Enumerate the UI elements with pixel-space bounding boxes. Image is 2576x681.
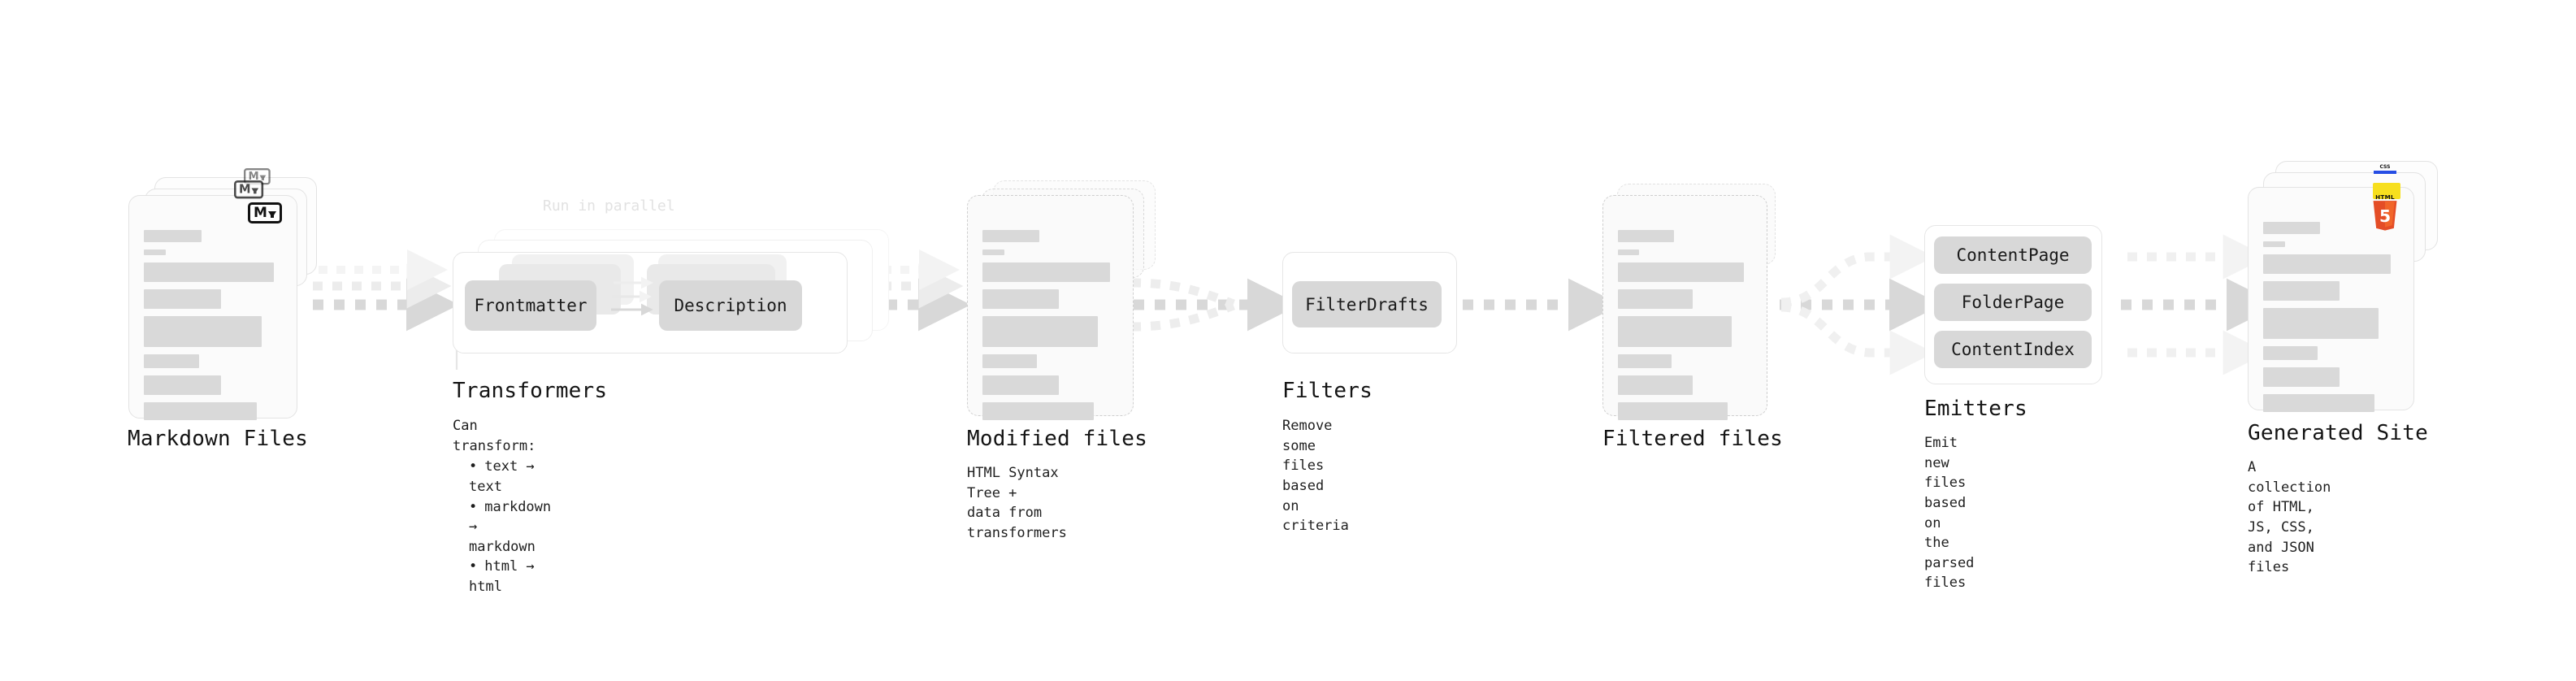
markdown-icon: M xyxy=(248,202,282,223)
html5-icon: HTML 5 xyxy=(2369,193,2401,232)
markdown-icon-letter: M xyxy=(254,204,267,221)
document-skeleton xyxy=(2263,222,2399,412)
stage-subtitle-emitters: Emit new files based on the parsed files xyxy=(1924,435,1975,592)
arrow-emitters-to-site xyxy=(2121,234,2279,375)
stage-title-filtered-files: Filtered files xyxy=(1602,427,1783,451)
emitter-pill-folderpage[interactable]: FolderPage xyxy=(1934,284,2092,321)
markdown-icon-arrow xyxy=(251,188,259,194)
markdown-icon-arrow xyxy=(259,175,267,180)
document-skeleton xyxy=(982,230,1118,420)
transformer-pill-frontmatter[interactable]: Frontmatter xyxy=(465,280,596,331)
css-icon-bar xyxy=(2374,171,2396,174)
stage-subtitle-filters: Remove some files based on criteria xyxy=(1282,418,1349,535)
modified-file-card-front xyxy=(967,195,1134,420)
run-in-parallel-label: Run in parallel xyxy=(543,197,675,215)
filter-pill-label: FilterDrafts xyxy=(1305,294,1429,314)
emitter-pill-contentpage[interactable]: ContentPage xyxy=(1934,236,2092,274)
transformer-pill-label: Description xyxy=(674,296,787,315)
stage-title-emitters: Emitters xyxy=(1924,397,2027,421)
stage-subtitle-generated-site: A collection of HTML, JS, CSS, and JSON … xyxy=(2248,459,2331,576)
transformers-list-item: markdown → markdown xyxy=(469,497,551,557)
markdown-icon-letter: M xyxy=(239,182,251,197)
stage-title-modified-files: Modified files xyxy=(967,427,1147,451)
stage-title-filters: Filters xyxy=(1282,379,1373,403)
arrow-modified-to-filters xyxy=(1130,278,1300,332)
stage-title-generated-site: Generated Site xyxy=(2248,421,2428,445)
emitter-pill-label: FolderPage xyxy=(1961,293,2065,312)
emitter-pill-label: ContentPage xyxy=(1956,245,2070,265)
markdown-icon-letter: M xyxy=(248,169,259,183)
transformer-pill-label: Frontmatter xyxy=(474,296,588,315)
filter-pill-filterdrafts[interactable]: FilterDrafts xyxy=(1292,281,1442,327)
arrow-markdown-to-transformers xyxy=(313,249,459,332)
html5-icon-svg: HTML 5 xyxy=(2373,193,2397,231)
emitter-pill-contentindex[interactable]: ContentIndex xyxy=(1934,331,2092,368)
markdown-icon-arrow xyxy=(267,211,276,218)
html5-icon-number: 5 xyxy=(2379,206,2391,226)
markdown-icon-mid: M xyxy=(234,180,264,199)
document-skeleton xyxy=(1618,230,1752,420)
transformers-list-item: text → text xyxy=(469,457,551,497)
js-icon xyxy=(2373,183,2400,199)
transformers-list-item: html → html xyxy=(469,557,551,596)
transformers-list: text → text markdown → markdown html → h… xyxy=(453,457,551,596)
stage-subtitle-modified-files: HTML Syntax Tree + data from transformer… xyxy=(967,465,1067,541)
stage-title-markdown-files: Markdown Files xyxy=(128,427,308,451)
transformers-list-lead: Can transform: xyxy=(453,418,536,454)
markdown-file-card-front xyxy=(128,195,297,420)
css-icon: CSS xyxy=(2373,165,2397,176)
filtered-file-card-front xyxy=(1602,195,1767,420)
transformers-capability-list: Can transform: text → text markdown → ma… xyxy=(453,416,551,597)
stage-title-transformers: Transformers xyxy=(453,379,608,403)
emitter-pill-label: ContentIndex xyxy=(1951,340,2075,359)
transformer-pill-description[interactable]: Description xyxy=(659,280,802,331)
svg-text:HTML: HTML xyxy=(2375,195,2395,201)
css-icon-label: CSS xyxy=(2379,164,2391,170)
arrow-filtered-to-emitters xyxy=(1780,234,1942,375)
document-skeleton xyxy=(144,230,282,420)
